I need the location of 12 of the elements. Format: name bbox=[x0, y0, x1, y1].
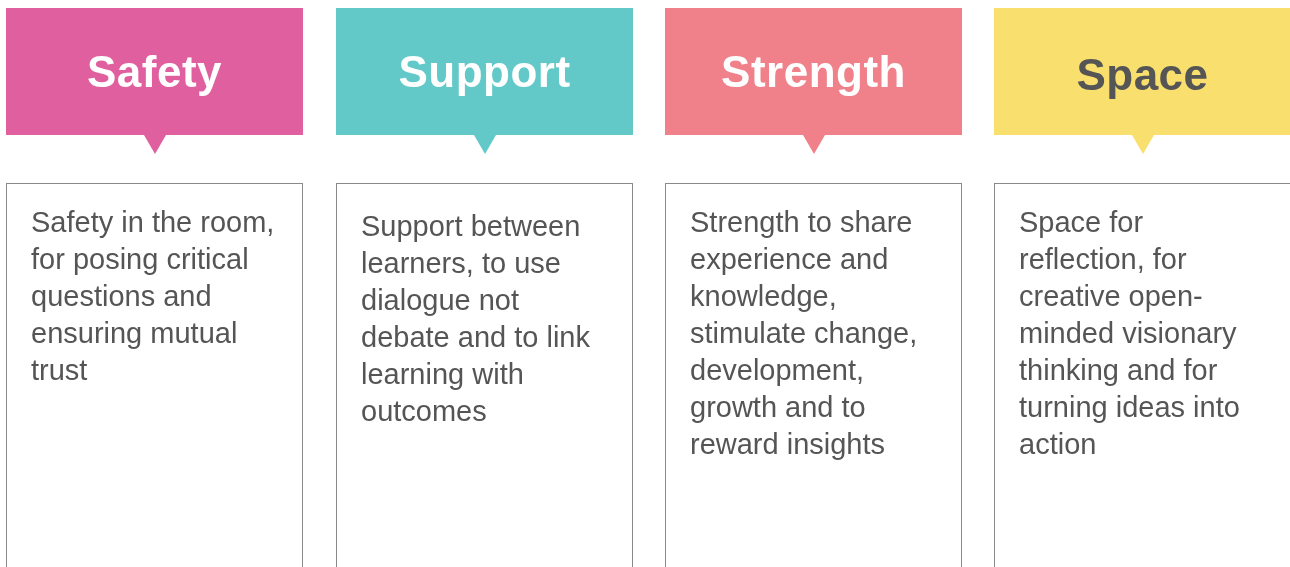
banner-title: Support bbox=[398, 46, 571, 97]
text-panel bbox=[665, 183, 962, 567]
banner-title: Strength bbox=[721, 46, 906, 97]
text-panel bbox=[336, 183, 633, 567]
description-text: Space for reflection, for creative open-minded visionary thinking and for turning ideas into action bbox=[1019, 205, 1241, 462]
description-text: Support between learners, to use dialogue not debate and to link learning with outcomes bbox=[361, 209, 591, 429]
description-text: Safety in the room, for posing critical questions and ensuring mutual trust bbox=[31, 205, 276, 388]
text-panel bbox=[994, 183, 1290, 567]
text-panel bbox=[6, 183, 303, 567]
description-text: Strength to share experience and knowledge, stimulate change, development, growth and to reward insights bbox=[690, 205, 919, 462]
banner-title: Space bbox=[1076, 49, 1209, 100]
banner-title: Safety bbox=[86, 46, 223, 97]
